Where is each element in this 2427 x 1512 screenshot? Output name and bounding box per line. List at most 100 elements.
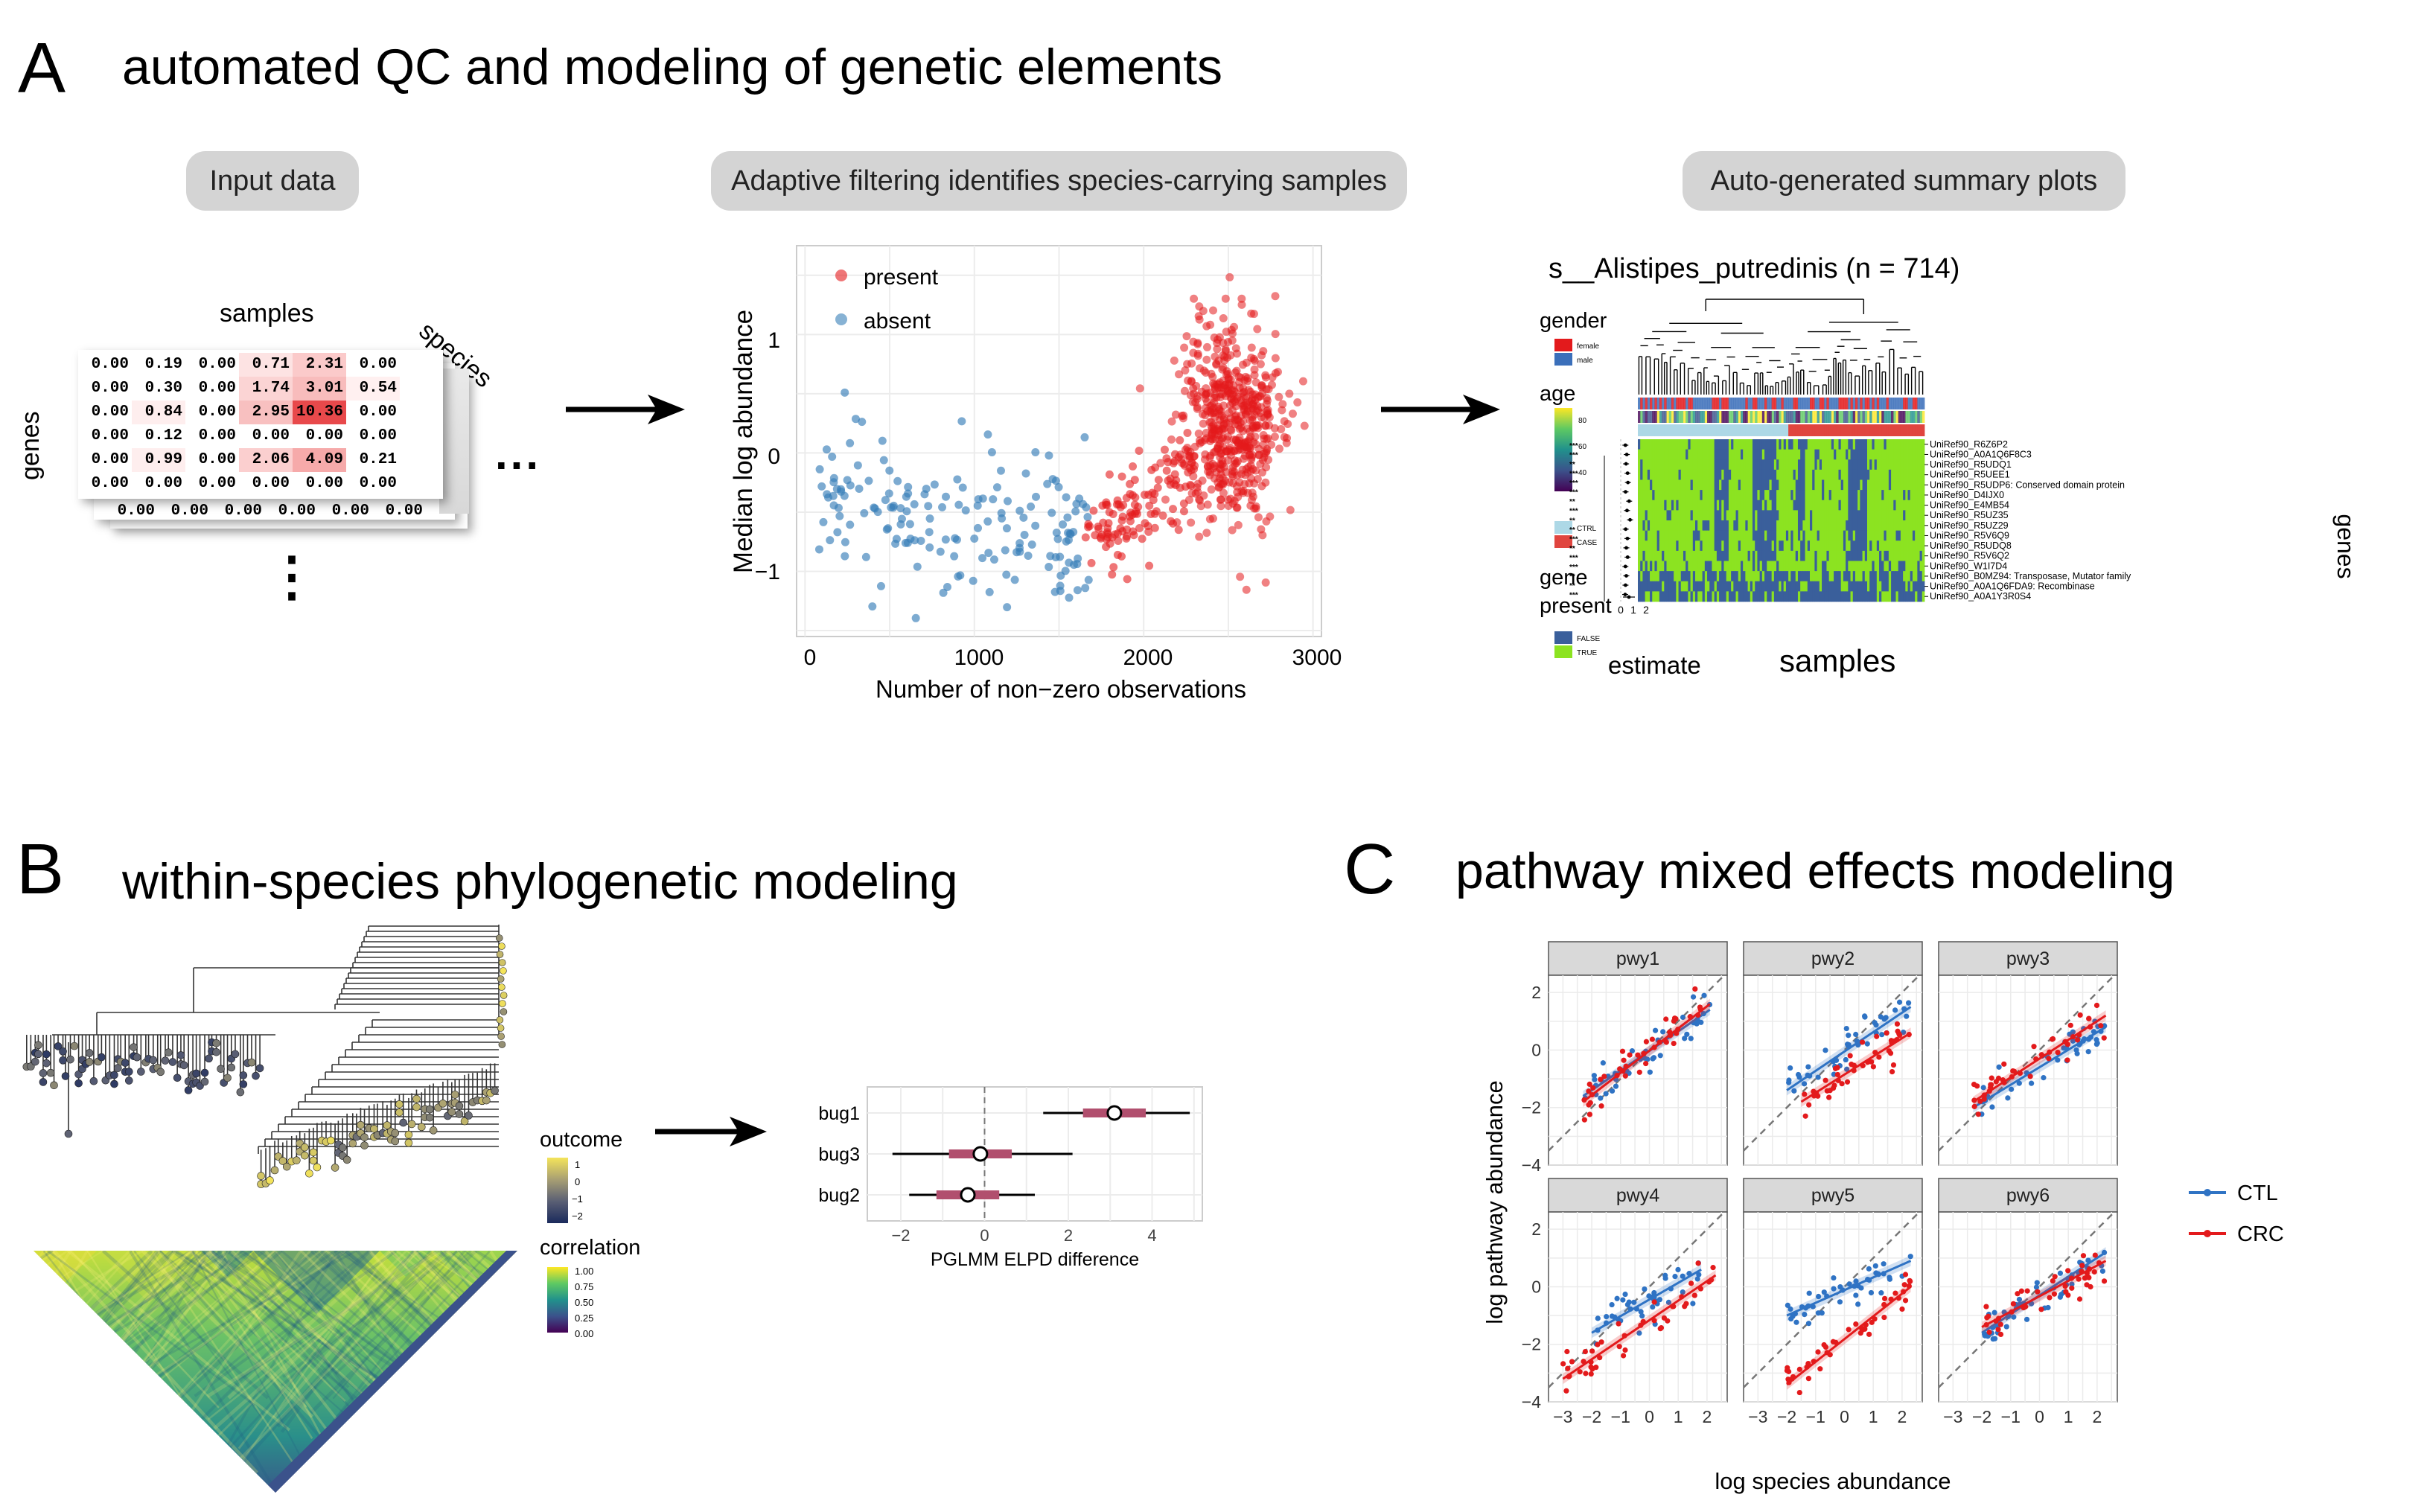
heatmap-cell xyxy=(1753,459,1755,470)
heatmap-cell xyxy=(1659,449,1662,460)
present-point xyxy=(1221,346,1230,355)
gender-track-cell xyxy=(1802,398,1805,409)
heatmap-cell xyxy=(1907,540,1911,552)
facet-strip-label: pwy4 xyxy=(1616,1185,1659,1206)
age-track-cell xyxy=(1895,411,1899,423)
heatmap-cell xyxy=(1731,500,1734,511)
heatmap-cell xyxy=(1857,591,1860,602)
heatmap-cell xyxy=(1779,439,1782,450)
present-point xyxy=(1145,501,1154,510)
facet-strip xyxy=(1938,941,2118,976)
heatmap-cell xyxy=(1719,500,1722,511)
crc-point xyxy=(1661,1315,1667,1321)
heatmap-cell xyxy=(1898,591,1901,602)
heatmap-cell xyxy=(1702,520,1706,532)
correlation-texture xyxy=(207,1251,421,1420)
correlation-texture xyxy=(446,1251,517,1383)
heatmap-cell xyxy=(1872,581,1875,592)
tree-tip xyxy=(176,1051,185,1059)
heatmap-cell xyxy=(1728,449,1732,460)
heatmap-cell xyxy=(1638,540,1641,552)
heatmap-cell xyxy=(1714,449,1718,460)
group-track-cell xyxy=(1781,424,1785,436)
correlation-block xyxy=(432,1251,514,1292)
heatmap-cell xyxy=(1876,591,1880,602)
heatmap-cell xyxy=(1747,540,1751,552)
correlation-texture xyxy=(456,1251,517,1393)
heatmap-cell xyxy=(1671,530,1674,541)
heatmap-cell xyxy=(1726,581,1729,592)
tree-tip xyxy=(498,983,506,991)
tree-tip xyxy=(200,1068,209,1077)
heatmap-cell xyxy=(1750,459,1753,470)
crc-point xyxy=(2027,1074,2033,1079)
ctl-point xyxy=(1791,1088,1797,1094)
tree-tip xyxy=(192,1069,200,1078)
gene-presence-heatmap: gender female male age 80 60 40 CTRL CAS… xyxy=(1540,299,2353,679)
heatmap-cell xyxy=(1753,479,1755,491)
absent-point xyxy=(905,520,914,529)
ctl-point xyxy=(1631,1299,1637,1305)
heatmap-cell xyxy=(1664,550,1667,561)
heatmap-cell xyxy=(1802,510,1805,521)
heatmap-cell xyxy=(1905,520,1908,532)
heatmap-cell xyxy=(1802,500,1805,511)
gender-track-cell xyxy=(1822,398,1825,409)
heatmap-cell xyxy=(1726,490,1729,501)
heatmap-cell xyxy=(1674,469,1677,480)
significance-stars: ** xyxy=(1569,498,1575,506)
heatmap-cell xyxy=(1900,439,1904,450)
heatmap-cell xyxy=(1910,581,1913,592)
x-axis-label: log species abundance xyxy=(1715,1468,1951,1494)
gender-track-cell xyxy=(1671,398,1674,409)
heatmap-cell xyxy=(1790,469,1793,480)
heatmap-cell xyxy=(1850,490,1854,501)
heatmap-cell xyxy=(1797,479,1801,491)
age-track-cell xyxy=(1747,411,1751,423)
heatmap-cell xyxy=(1919,550,1923,561)
heatmap-cell xyxy=(1719,550,1722,561)
heatmap-cell xyxy=(1846,550,1849,561)
gender-track-cell xyxy=(1917,398,1920,409)
heatmap-cell xyxy=(1714,581,1718,592)
absent-point xyxy=(851,415,860,424)
absent-point xyxy=(846,520,855,529)
heatmap-cell xyxy=(1731,479,1734,491)
significance-stars: ** xyxy=(1569,526,1575,535)
present-point xyxy=(1141,519,1149,528)
crc-point xyxy=(1671,1040,1677,1047)
heatmap-cell xyxy=(1850,439,1854,450)
absent-point xyxy=(879,456,888,465)
heatmap-cell xyxy=(1640,520,1643,532)
heatmap-cell xyxy=(1819,479,1822,491)
heatmap-cell xyxy=(1776,500,1779,511)
heatmap-cell xyxy=(1726,591,1729,602)
heatmap-cell xyxy=(1867,540,1870,552)
heatmap-cell xyxy=(1704,591,1708,602)
present-point xyxy=(1147,465,1156,474)
group-track-cell xyxy=(1805,424,1808,436)
heatmap-cell xyxy=(1714,530,1718,541)
heatmap-cell xyxy=(1707,520,1710,532)
heatmap-cell xyxy=(1807,530,1811,541)
heatmap-cell xyxy=(1674,591,1677,602)
crc-point xyxy=(1971,1082,1977,1088)
heatmap-cell xyxy=(1874,500,1878,511)
heatmap-cell xyxy=(1879,510,1882,521)
significance-stars: ** xyxy=(1569,461,1575,469)
age-track-cell xyxy=(1702,411,1706,423)
heatmap-cell xyxy=(1884,591,1887,602)
heatmap-cell xyxy=(1917,449,1920,460)
heatmap-cell xyxy=(1872,459,1875,470)
absent-point xyxy=(1015,506,1024,515)
heatmap-cell xyxy=(1831,490,1834,501)
heatmap-cell xyxy=(1674,510,1677,521)
heatmap-cell xyxy=(1812,469,1815,480)
crc-point xyxy=(2065,1268,2071,1274)
heatmap-cell xyxy=(1747,571,1751,582)
present-point xyxy=(1268,373,1277,382)
heatmap-cell xyxy=(1857,581,1860,592)
heatmap-cell xyxy=(1662,459,1665,470)
present-point xyxy=(1134,503,1143,511)
correlation-texture xyxy=(280,1251,416,1433)
